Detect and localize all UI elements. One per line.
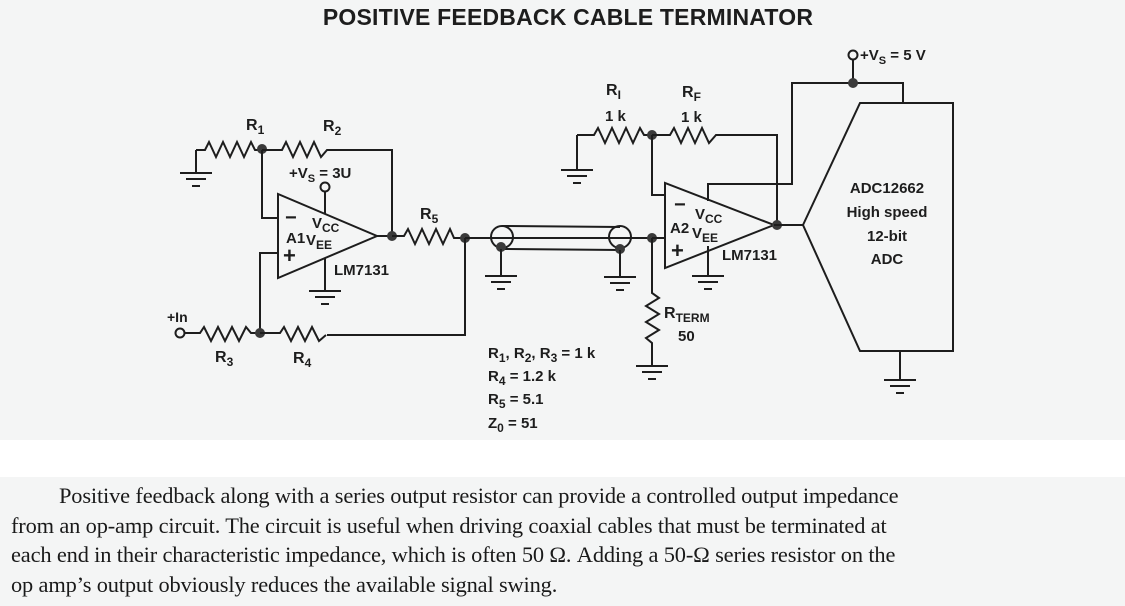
label-r1: R1 [246, 117, 265, 137]
label-r4: R4 [293, 350, 312, 370]
wire-adc-supply [853, 82, 904, 103]
ground-symbol-coax-right [604, 250, 636, 291]
label-ri-value: 1 k [605, 108, 627, 125]
caption-line: each end in their characteristic impedan… [11, 542, 896, 567]
caption-line: Positive feedback along with a series ou… [59, 483, 899, 508]
a1-vcc: VCC [312, 215, 340, 235]
wire-a2-minus [651, 135, 665, 196]
input-terminal [174, 327, 186, 339]
label-ri: RI [606, 82, 621, 102]
supply-terminal-5v [847, 49, 859, 61]
supply-terminal-a1 [319, 181, 331, 193]
ground-symbol-a1 [309, 258, 341, 305]
opamp-a2 [664, 181, 777, 270]
resistor-rterm [644, 238, 661, 366]
coax-cable [465, 225, 652, 254]
a2-minus-sign: − [674, 194, 686, 216]
wire-r4-feedback [327, 238, 466, 336]
figure-title: POSITIVE FEEDBACK CABLE TERMINATOR [322, 4, 814, 30]
circuit-schematic: R1 R2 +VS = 3U − + A1 VCC VEE LM7131 R5 … [167, 47, 954, 435]
wire-a1-minus [261, 150, 278, 219]
label-input: +In [167, 309, 188, 325]
a1-part: LM7131 [334, 262, 389, 279]
label-rterm-value: 50 [678, 328, 695, 345]
adc-block [801, 102, 954, 352]
resistor-r5 [392, 226, 465, 247]
adc-label-line2: High speed [847, 204, 928, 221]
caption-line: op amp’s output obviously reduces the av… [11, 571, 558, 597]
a1-name: A1 [286, 230, 305, 247]
label-r5: R5 [420, 206, 439, 226]
a1-plus-sign: + [283, 243, 296, 268]
ground-symbol-coax-left [485, 249, 517, 290]
label-rterm: RTERM [664, 305, 710, 325]
resistor-rf [652, 125, 778, 225]
label-supply-a1: +VS = 3U [289, 165, 351, 185]
ground-symbol-ri [561, 135, 593, 184]
figure-caption: Positive feedback along with a series ou… [11, 481, 1121, 599]
a2-plus-sign: + [671, 238, 684, 263]
values-note-line4: Z0 = 51 [488, 415, 538, 435]
ground-symbol-rterm [636, 365, 668, 380]
wire-a1-plus [259, 252, 278, 334]
ground-symbol-r1 [180, 150, 212, 187]
ground-symbol-adc [884, 351, 916, 394]
adc-label-line1: ADC12662 [850, 180, 924, 197]
label-supply-5v: +VS = 5 V [860, 47, 926, 67]
opamp-a1 [277, 192, 380, 280]
a2-vee: VEE [692, 225, 718, 245]
resistor-ri [577, 125, 652, 146]
ground-symbol-a2 [692, 246, 724, 290]
a2-vcc: VCC [695, 206, 723, 226]
resistor-r2 [262, 139, 393, 236]
wire-a2-vcc [707, 82, 853, 201]
adc-label-line4: ADC [871, 251, 904, 268]
a2-part: LM7131 [722, 247, 777, 264]
caption-line: from an op-amp circuit. The circuit is u… [11, 512, 887, 538]
caption-area [0, 477, 1125, 606]
values-note-line1: R1, R2, R3 = 1 k [488, 345, 596, 365]
adc-label-line3: 12-bit [867, 228, 907, 245]
label-r2: R2 [323, 118, 342, 138]
resistor-r3 [185, 324, 260, 344]
resistor-r4 [260, 324, 327, 344]
a1-minus-sign: − [285, 207, 297, 229]
label-r3: R3 [215, 349, 234, 369]
values-note-line3: R5 = 5.1 [488, 391, 543, 411]
label-rf-value: 1 k [681, 109, 703, 126]
a2-name: A2 [670, 220, 689, 237]
label-rf: RF [682, 84, 701, 104]
resistor-r1 [196, 139, 262, 160]
diagram-area [0, 0, 1125, 440]
junction-node [848, 78, 858, 88]
values-note-line2: R4 = 1.2 k [488, 368, 557, 388]
a1-vee: VEE [306, 232, 332, 252]
